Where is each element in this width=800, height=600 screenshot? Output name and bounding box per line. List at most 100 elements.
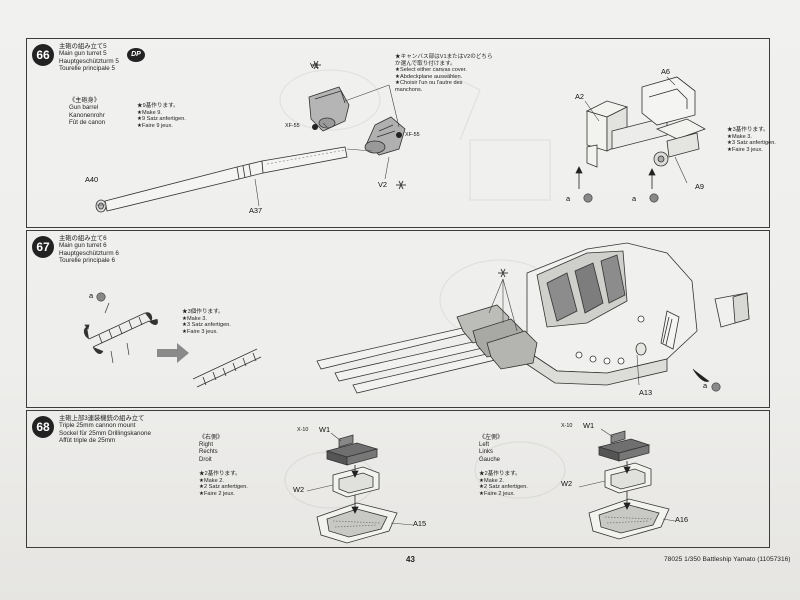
label-xf55-left: XF-55 [285,123,300,129]
label-w1-left: W1 [583,421,595,430]
make-fr: ★Faire 2 jeux. [199,490,235,497]
step-66-drawing [95,60,706,213]
barrel-title-jp: 《主砲身》 [69,97,100,104]
right-side-heading: 《右側》 Right Rechts Droit [199,435,223,464]
left-side-heading: 《左側》 Left Links Gauche [479,435,503,464]
paint-dot-icon [396,132,402,138]
step-68-drawing [306,428,676,544]
part-letter-a-icon [711,382,721,392]
label-a-right: a [703,381,708,390]
make-3-note: ★3個作ります。 ★Make 3. ★3 Satz anfertigen. ★F… [182,309,231,335]
barrel-title-en: Gun barrel [69,104,99,112]
label-x10-right: X-10 [297,427,309,433]
make-en: ★Make 2. [199,477,224,484]
arrow-icon [575,166,656,189]
ladder-part-finished [192,348,262,388]
right-jp: 《右側》 [199,435,224,441]
make-2-note-right: ★2基作ります。 ★Make 2. ★2 Satz anfertigen. ★F… [199,471,248,497]
label-a40: A40 [85,175,99,184]
label-a2: A2 [575,92,585,101]
make-jp: ★2基作ります。 [199,471,241,477]
ladder-part-bent [88,312,150,348]
make-en: ★Make 3. [182,315,207,322]
make-2-note-left: ★2基作ります。 ★Make 2. ★2 Satz anfertigen. ★F… [479,471,528,497]
label-xf55-right: XF-55 [405,132,420,138]
canvas-fr-2: manchons. [395,86,423,93]
title-de: Sockel für 25mm Drillingskanone [59,429,152,437]
title-fr: Tourelle principale 6 [59,257,116,265]
arrow-icon [351,465,359,514]
title-fr: Affût triple de 25mm [59,437,116,445]
step-title: 主砲の組み立て5 Main gun turret 5 Hauptgeschütz… [59,43,119,73]
left-en: Left [479,442,490,449]
cannon-mount-left [588,430,670,540]
turret-subassembly [585,76,706,168]
title-en: Triple 25mm cannon mount [59,422,136,430]
make-de: ★2 Satz anfertigen. [199,484,248,491]
make-fr: ★Faire 9 jeux. [137,122,173,129]
arrow-icon [83,302,158,364]
title-jp: 主砲の組み立て5 [59,43,107,50]
make-fr: ★Faire 2 jeux. [479,490,515,497]
gear-glue-icon [396,180,406,190]
part-letter-a-icon [583,193,659,203]
make3-jp: ★3基作ります。 [727,127,769,133]
label-v1: V1 [310,61,320,70]
title-de: Hauptgeschützturm 5 [59,57,119,65]
make3-en: ★Make 3. [727,133,752,140]
make-3-note: ★3基作ります。 ★Make 3. ★3 Satz anfertigen. ★F… [727,127,776,153]
right-en: Right [199,442,214,449]
label-a37: A37 [249,206,263,215]
title-fr: Tourelle principale 5 [59,65,116,73]
title-en: Main gun turret 6 [59,242,107,250]
barrel-title-de: Kanonenrohr [69,111,105,119]
barrel-subtitle: 《主砲身》 Gun barrel Kanonenrohr Fût de cano… [69,97,105,127]
label-a-right: a [632,194,637,203]
step-number-badge: 67 [32,236,54,258]
page-number: 43 [406,555,415,564]
label-w2-right: W2 [293,485,305,494]
left-fr: Gauche [479,456,501,463]
make-fr: ★Faire 3 jeux. [182,328,218,335]
canvas-cover-v2 [364,116,406,156]
canvas-cover-note: ★キャンバス部はV1またはV2のどちら か選んで取り付けます。 ★Select … [395,54,493,94]
product-code: 78025 1/350 Battleship Yamato (11057316) [664,556,791,563]
canvas-en: ★Select either canvas cover. [395,67,467,74]
gun-barrel-a37 [95,146,348,213]
make-de: ★2 Satz anfertigen. [479,484,528,491]
left-jp: 《左側》 [479,435,504,441]
gun-barrels [316,304,538,394]
step-68-panel: 68 主砲上部3連装機銃の組み立て Triple 25mm cannon mou… [26,410,770,548]
barrel-title-fr: Fût de canon [69,119,106,127]
arrow-icon [692,368,710,382]
make-en: ★Make 9. [137,109,162,116]
make-9-note: ★9基作ります。 ★Make 9. ★9 Satz anfertigen. ★F… [137,103,186,129]
gear-glue-icon [311,60,321,70]
make-jp: ★3個作ります。 [182,309,224,315]
title-jp: 主砲上部3連装機銃の組み立て [59,415,145,422]
title-de: Hauptgeschützturm 6 [59,249,119,257]
dp-badge-icon: DP [127,48,145,62]
title-en: Main gun turret 5 [59,50,107,58]
step-title: 主砲の組み立て6 Main gun turret 6 Hauptgeschütz… [59,235,119,265]
step-number-badge: 68 [32,416,54,438]
label-a15: A15 [413,519,427,528]
label-a9: A9 [695,182,705,191]
label-a-left: a [89,291,94,300]
paint-dot-icon [312,124,318,130]
label-x10-left: X-10 [561,423,573,429]
step-67-panel: 67 主砲の組み立て6 Main gun turret 6 Hauptgesch… [26,230,770,408]
label-a13: A13 [639,388,653,397]
cannon-mount-right [316,434,398,544]
left-de: Links [479,449,494,456]
make3-de: ★3 Satz anfertigen. [727,140,776,147]
make3-fr: ★Faire 3 jeux. [727,146,763,153]
step-number-badge: 66 [32,44,54,66]
make-de: ★9 Satz anfertigen. [137,116,186,123]
make-jp: ★2基作ります。 [479,471,521,477]
right-de: Rechts [199,449,218,456]
make-en: ★Make 2. [479,477,504,484]
part-letter-a-icon [96,292,106,302]
